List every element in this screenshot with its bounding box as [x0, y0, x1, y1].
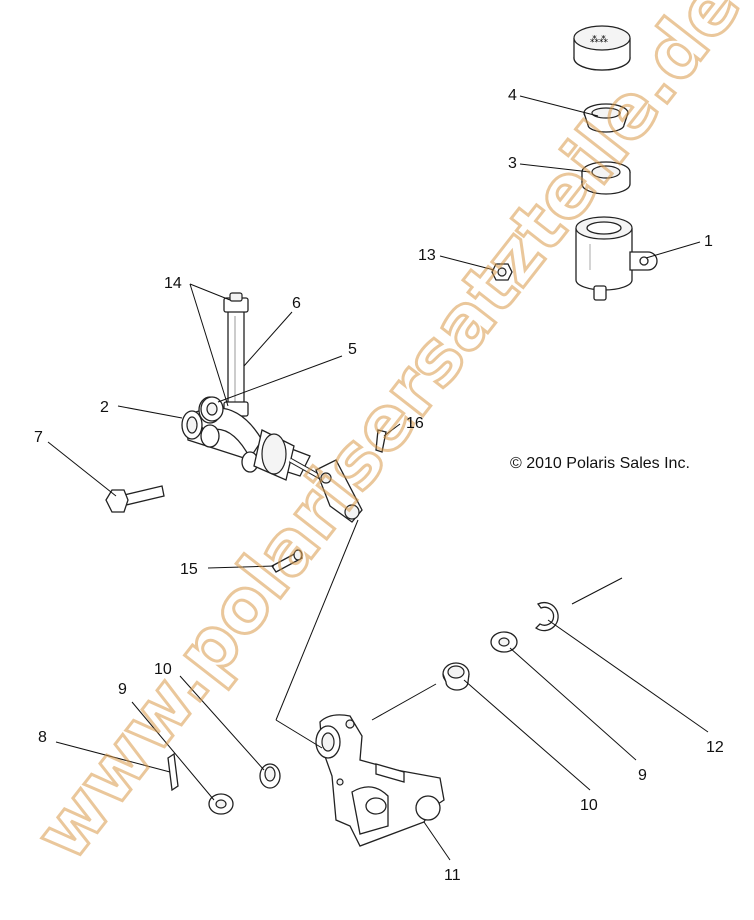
label-11: 11: [444, 867, 461, 884]
washer-9-right: [490, 631, 518, 653]
label-1: 1: [704, 233, 713, 250]
label-8: 8: [38, 729, 47, 746]
label-10-left: 10: [154, 661, 172, 678]
reservoir: [575, 216, 658, 301]
label-4: 4: [508, 87, 517, 104]
washer-9-left: [208, 793, 234, 815]
cotter-pin-8: [167, 752, 179, 792]
label-12: 12: [706, 739, 724, 756]
label-14: 14: [164, 275, 182, 292]
bolt-13: [491, 263, 513, 281]
diaphragm-cup: [583, 103, 629, 133]
label-13: 13: [418, 247, 436, 264]
label-10-right: 10: [580, 797, 598, 814]
reservoir-cap: ⁂⁂: [573, 25, 631, 71]
watermark: www.polarisersatzteile.de: [18, 0, 754, 876]
label-7: 7: [34, 429, 43, 446]
clevis: [315, 459, 363, 523]
label-2: 2: [100, 399, 109, 416]
label-9-left: 9: [118, 681, 127, 698]
pin-15: [271, 549, 303, 573]
cotter-pin-16: [375, 429, 387, 453]
bolt-7: [105, 485, 165, 513]
svg-text:⁂⁂: ⁂⁂: [590, 34, 608, 44]
label-5: 5: [348, 341, 357, 358]
bushing-10-left: [259, 763, 281, 789]
bushing-10-right: [442, 662, 470, 691]
label-6: 6: [292, 295, 301, 312]
label-15: 15: [180, 561, 198, 578]
clip-12: [534, 601, 559, 632]
grommet-5-actual: [200, 396, 224, 422]
copyright-notice: © 2010 Polaris Sales Inc.: [510, 455, 690, 472]
label-16: 16: [406, 415, 424, 432]
label-9-right: 9: [638, 767, 647, 784]
callout-labels: 4 3 1 13 14 6 5 2 16 7 15 10 9 8 12 9 10…: [34, 87, 724, 884]
label-3: 3: [508, 155, 517, 172]
pedal-bracket: [315, 714, 445, 847]
seal-ring: [581, 161, 631, 195]
leader-lines: [47, 95, 709, 861]
master-cylinder: [181, 292, 324, 481]
